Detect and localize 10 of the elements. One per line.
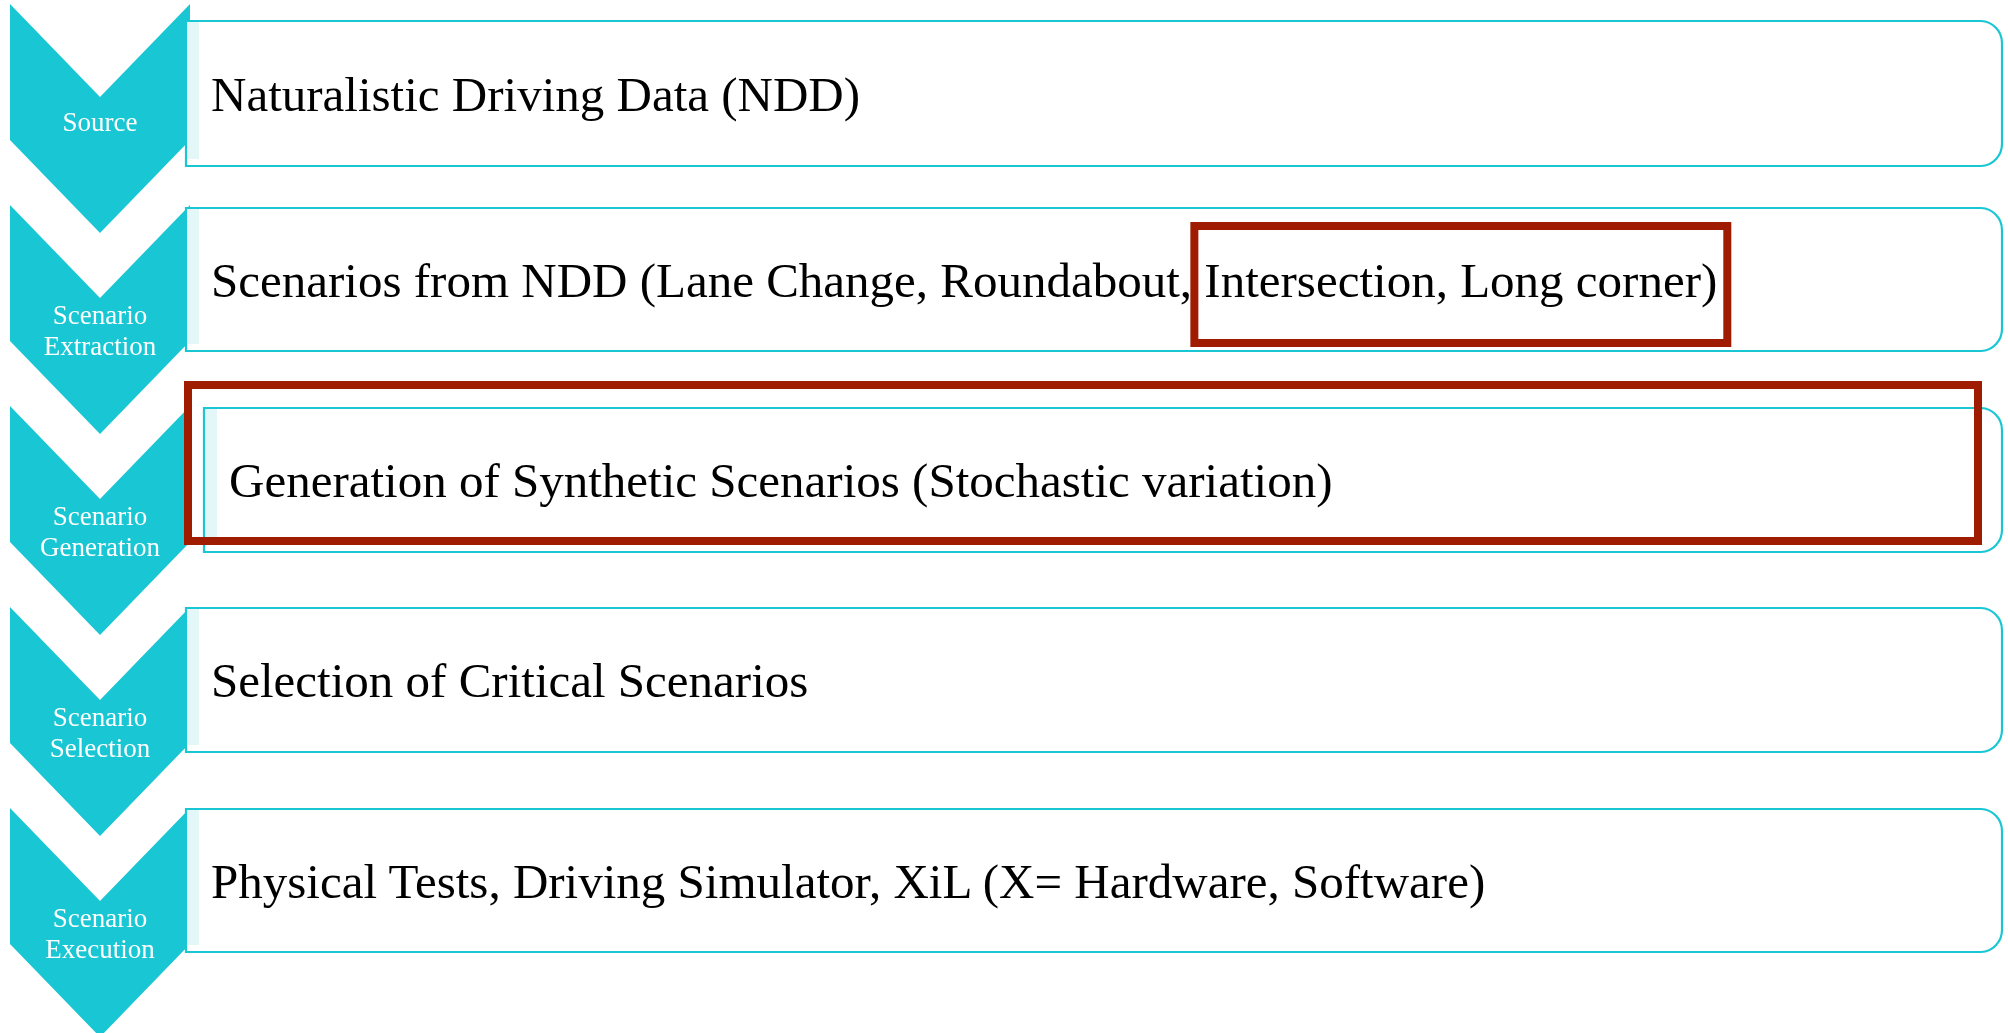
stage-label: Scenario Extraction: [42, 300, 158, 363]
stage-label: Source: [61, 107, 139, 139]
step-text: Scenarios from NDD (Lane Change, Roundabout, Intersection, Long corner): [211, 251, 1718, 308]
stage-label: Scenario Generation: [39, 501, 161, 564]
step-text: Physical Tests, Driving Simulator, XiL (X= Hardware, Software): [211, 852, 1486, 909]
step-text: Selection of Critical Scenarios: [211, 651, 809, 709]
step-text: Generation of Synthetic Scenarios (Stochastic variation): [229, 451, 1333, 509]
stage-label: Scenario Execution: [44, 903, 156, 966]
stage-label: Scenario Selection: [48, 702, 152, 765]
step-text: Naturalistic Driving Data (NDD): [211, 65, 861, 122]
